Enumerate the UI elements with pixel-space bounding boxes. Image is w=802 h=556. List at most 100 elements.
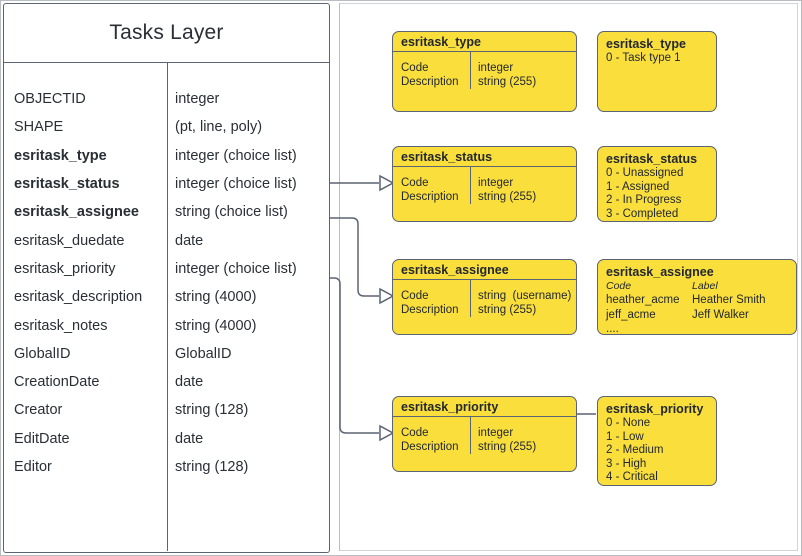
table-row: Creator string (128) [4, 396, 329, 424]
yellow-table-body: Code Description integer string (255) [393, 52, 576, 89]
domain-item: 3 - High [606, 457, 647, 470]
column-names: Code Description [401, 290, 459, 316]
yellow-table-title: esritask_type [393, 32, 576, 52]
field-name: OBJECTID [14, 91, 86, 108]
domain-values-esritask-type: esritask_type 0 - Task type 1 [597, 31, 717, 112]
field-type: (pt, line, poly) [175, 119, 263, 136]
domain-item: 0 - Unassigned [606, 167, 684, 179]
yellow-table-body: Code Description integer string (255) [393, 417, 576, 454]
yellow-table-esritask-status: esritask_status Code Description integer… [392, 146, 577, 222]
yellow-table-title: esritask_priority [393, 397, 576, 417]
page-title: Tasks Layer [4, 4, 329, 63]
domain-title: esritask_priority [606, 402, 704, 416]
yellow-table-body: Code Description integer string (255) [393, 167, 576, 204]
tasks-layer-table: Tasks Layer OBJECTID integer SHAPE (pt, … [3, 3, 330, 553]
connector-assignee [330, 217, 379, 297]
domain-grid-header: Code Label [606, 280, 788, 293]
vertical-divider [470, 167, 471, 204]
domain-row-label: Heather Smith [692, 294, 766, 306]
domain-values-esritask-assignee: esritask_assignee Code Label heather_acm… [597, 259, 797, 335]
domain-grid-row: heather_acme Heather Smith [606, 293, 788, 308]
field-name: esritask_notes [14, 317, 108, 334]
domain-row-code: heather_acme [606, 294, 680, 306]
column-names: Code Description [401, 62, 459, 88]
table-row: esritask_type integer (choice list) [4, 142, 329, 170]
field-name: Creator [14, 402, 63, 419]
field-type: GlobalID [175, 345, 232, 362]
column-types: integer string (255) [478, 177, 537, 203]
connector-priority [330, 277, 379, 434]
table-row: EditDate date [4, 425, 329, 453]
field-type: integer [175, 91, 220, 108]
domain-title: esritask_status [606, 152, 698, 166]
yellow-table-body: Code Description string (username) strin… [393, 280, 576, 317]
domain-item: 2 - Medium [606, 444, 664, 457]
vertical-divider [470, 280, 471, 317]
domain-title: esritask_type [606, 37, 686, 51]
field-name: esritask_assignee [14, 204, 139, 221]
column-types: integer string (255) [478, 427, 537, 453]
domain-item: 3 - Completed [606, 207, 679, 220]
field-name: Editor [14, 459, 52, 475]
yellow-table-title: esritask_assignee [393, 260, 576, 280]
domain-row-ellipsis: .... [606, 323, 619, 335]
table-row: esritask_status integer (choice list) [4, 170, 329, 198]
field-type: string (choice list) [175, 204, 288, 221]
field-name: SHAPE [14, 119, 64, 136]
domain-values-esritask-status: esritask_status 0 - Unassigned 1 - Assig… [597, 146, 717, 222]
tasks-layer-body: OBJECTID integer SHAPE (pt, line, poly) … [4, 63, 329, 551]
domain-item: 4 - Critical [606, 471, 658, 484]
field-name: GlobalID [14, 345, 71, 362]
field-list: OBJECTID integer SHAPE (pt, line, poly) … [4, 85, 329, 481]
field-type: string (4000) [175, 317, 257, 334]
field-type: integer (choice list) [175, 176, 297, 193]
column-divider [167, 63, 168, 551]
column-names: Code Description [401, 427, 459, 453]
field-name: esritask_description [14, 289, 143, 306]
domain-title: esritask_assignee [606, 265, 714, 279]
field-type: string (4000) [175, 289, 257, 306]
column-types: string (username) string (255) [478, 290, 572, 316]
domain-header-code: Code [606, 280, 632, 292]
domain-values-esritask-priority: esritask_priority 0 - None 1 - Low 2 - M… [597, 396, 717, 486]
field-type: string (128) [175, 402, 249, 419]
table-row: esritask_notes string (4000) [4, 311, 329, 339]
vertical-divider [470, 52, 471, 89]
domain-item: 1 - Assigned [606, 180, 670, 193]
table-row: Editor string (128) [4, 453, 329, 481]
table-row: esritask_description string (4000) [4, 283, 329, 311]
yellow-table-esritask-priority: esritask_priority Code Description integ… [392, 396, 577, 472]
field-name: esritask_status [14, 176, 120, 193]
table-row: CreationDate date [4, 368, 329, 396]
column-names: Code Description [401, 177, 459, 203]
domain-item: 2 - In Progress [606, 194, 682, 207]
field-type: date [175, 430, 204, 447]
yellow-table-esritask-type: esritask_type Code Description integer s… [392, 31, 577, 112]
field-type: date [175, 374, 204, 391]
field-name: EditDate [14, 430, 70, 447]
field-name: esritask_duedate [14, 232, 125, 249]
domain-row-code: jeff_acme [606, 308, 656, 321]
domain-item: 1 - Low [606, 430, 644, 443]
field-name: esritask_priority [14, 260, 116, 277]
table-row: esritask_priority integer (choice list) [4, 255, 329, 283]
domain-item: 0 - None [606, 417, 651, 429]
table-row: GlobalID GlobalID [4, 340, 329, 368]
table-row: esritask_duedate date [4, 226, 329, 254]
table-row: OBJECTID integer [4, 85, 329, 113]
domain-item: 0 - Task type 1 [606, 52, 681, 64]
domain-row-label: Jeff Walker [692, 308, 749, 321]
field-type: integer (choice list) [175, 147, 297, 164]
domain-header-label: Label [692, 280, 718, 292]
field-type: string (128) [175, 459, 249, 475]
yellow-table-title: esritask_status [393, 147, 576, 167]
field-type: integer (choice list) [175, 260, 297, 277]
yellow-table-esritask-assignee: esritask_assignee Code Description strin… [392, 259, 577, 335]
field-name: esritask_type [14, 147, 107, 164]
field-name: CreationDate [14, 374, 100, 391]
field-type: date [175, 232, 204, 249]
domain-grid-row: jeff_acme Jeff Walker [606, 308, 788, 323]
table-row: SHAPE (pt, line, poly) [4, 113, 329, 141]
vertical-divider [470, 417, 471, 454]
